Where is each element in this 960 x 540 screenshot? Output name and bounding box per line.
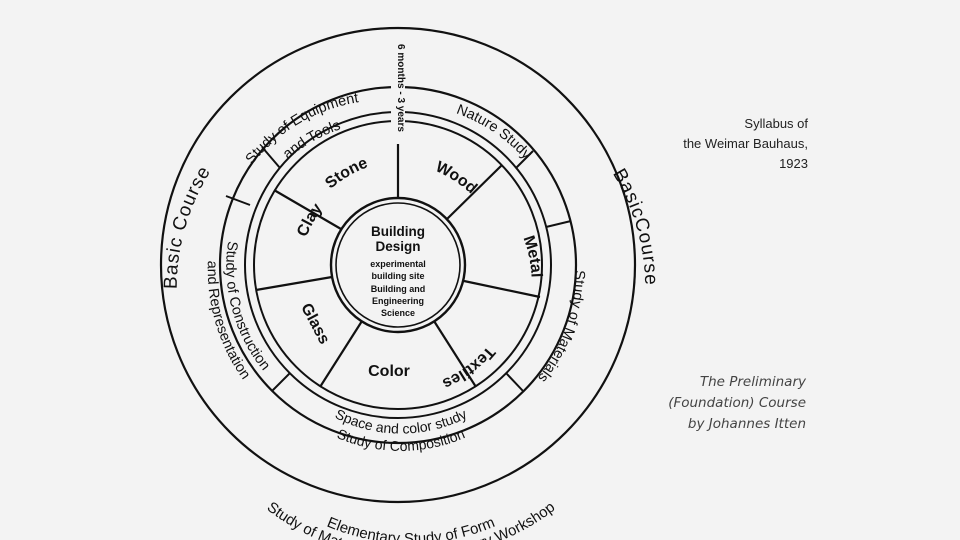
study-equipment-line1: Study of Equipment (243, 90, 360, 167)
duration-label-background (391, 32, 405, 144)
center-building-design: Building Design experimental building si… (370, 224, 426, 318)
center-title-line2: Design (375, 239, 420, 254)
workshop-stone: Stone (322, 155, 370, 193)
syllabus-caption-line3: 1923 (779, 156, 808, 171)
syllabus-caption: Syllabus of the Weimar Bauhaus, 1923 (683, 114, 808, 174)
duration-label: 6 months - 3 years (395, 44, 406, 132)
syllabus-caption-line2: the Weimar Bauhaus, (683, 136, 808, 151)
syllabus-caption-line1: Syllabus of (744, 116, 808, 131)
workshop-color: Color (368, 363, 410, 380)
center-title-line1: Building (371, 224, 425, 239)
course-caption-line2: (Foundation) Course (668, 395, 806, 411)
center-sub-line1: experimental (370, 259, 426, 269)
center-sub-line4: Engineering (372, 296, 424, 306)
study-nature: Nature Study (454, 102, 534, 163)
outer-ring-bottom-line1: Elementary Study of Form (325, 514, 498, 540)
workshop-dividers (255, 121, 541, 388)
center-sub-line5: Science (381, 308, 415, 318)
workshop-glass: Glass (297, 301, 333, 348)
study-materials: Study of Materials (534, 270, 587, 385)
course-caption-line1: The Preliminary (699, 374, 806, 390)
studies-ring-dividers (225, 87, 572, 392)
center-sub-line2: building site (372, 271, 425, 281)
course-caption-line3: by Johannes Itten (687, 416, 806, 432)
workshop-wood: Wood (433, 159, 480, 198)
workshop-clay: Clay (294, 201, 326, 240)
course-caption: The Preliminary (Foundation) Course by J… (668, 372, 806, 435)
center-sub-line3: Building and (371, 284, 426, 294)
workshop-textiles: Textiles (440, 343, 498, 392)
